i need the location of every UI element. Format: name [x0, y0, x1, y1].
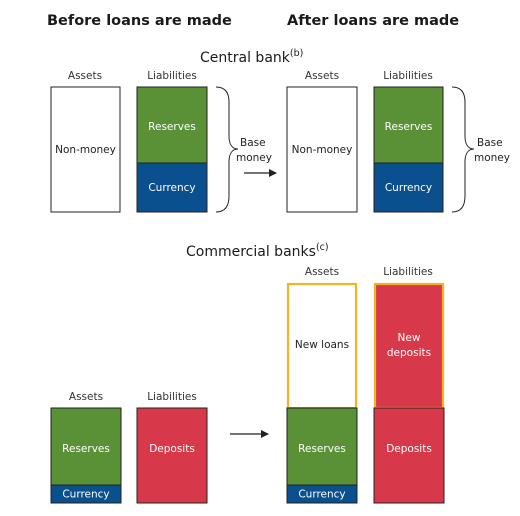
- comm-after-reserves-label: Reserves: [298, 443, 346, 455]
- comm-after-assets-label: Assets: [305, 266, 339, 278]
- cb-after-non-money-box: [286, 86, 358, 213]
- comm-after-new-deposits-label-1: New: [398, 332, 421, 344]
- comm-after-deposits-box: [373, 407, 445, 504]
- comm-before-reserves-label: Reserves: [62, 443, 110, 455]
- comm-before-deposits-label: Deposits: [149, 443, 195, 455]
- cb-after-currency-label: Currency: [385, 182, 432, 194]
- comm-before-assets-label: Assets: [69, 391, 103, 403]
- comm-before-liabilities-label: Liabilities: [147, 391, 197, 403]
- cb-after-non-money-label: Non-money: [292, 144, 353, 156]
- cb-before-base-money-label-2: money: [236, 152, 272, 164]
- cb-before-brace: [215, 86, 239, 213]
- comm-after-new-loans-box: [286, 282, 358, 410]
- comm-after-currency-box: [286, 484, 358, 504]
- cb-before-currency-box: [136, 162, 208, 213]
- cb-before-currency-label: Currency: [148, 182, 195, 194]
- cb-after-assets-label: Assets: [305, 70, 339, 82]
- comm-after-deposits-label: Deposits: [386, 443, 432, 455]
- comm-after-new-deposits-label-2: deposits: [387, 347, 431, 359]
- comm-after-reserves-box: [286, 407, 358, 486]
- comm-after-new-deposits-box: [373, 282, 445, 410]
- comm-before-currency-box: [50, 484, 122, 504]
- cb-before-reserves-box: [136, 86, 208, 164]
- cb-after-reserves-label: Reserves: [385, 121, 433, 133]
- cb-after-base-money-label-1: Base: [477, 137, 503, 149]
- cb-before-non-money-box: [50, 86, 121, 213]
- cb-before-non-money-label: Non-money: [55, 144, 116, 156]
- header-after-loans: After loans are made: [287, 13, 459, 29]
- cb-after-reserves-box: [373, 86, 444, 164]
- comm-before-reserves-box: [50, 407, 122, 486]
- comm-before-currency-label: Currency: [62, 489, 109, 501]
- commercial-banks-title: Commercial banks(c): [186, 242, 329, 260]
- cb-before-base-money-label-1: Base: [240, 137, 266, 149]
- comm-after-new-loans-label: New loans: [295, 339, 349, 351]
- cb-after-liabilities-label: Liabilities: [383, 70, 433, 82]
- cb-after-base-money-label-2: money: [474, 152, 510, 164]
- comm-after-liabilities-label: Liabilities: [383, 266, 433, 278]
- header-before-loans: Before loans are made: [47, 13, 232, 29]
- cb-after-brace: [451, 86, 475, 213]
- comm-after-currency-label: Currency: [298, 489, 345, 501]
- cb-after-currency-box: [373, 162, 444, 213]
- cb-before-assets-label: Assets: [68, 70, 102, 82]
- cb-before-liabilities-label: Liabilities: [147, 70, 197, 82]
- central-bank-title: Central bank(b): [200, 48, 303, 66]
- cb-before-reserves-label: Reserves: [148, 121, 196, 133]
- comm-before-deposits-box: [136, 407, 208, 504]
